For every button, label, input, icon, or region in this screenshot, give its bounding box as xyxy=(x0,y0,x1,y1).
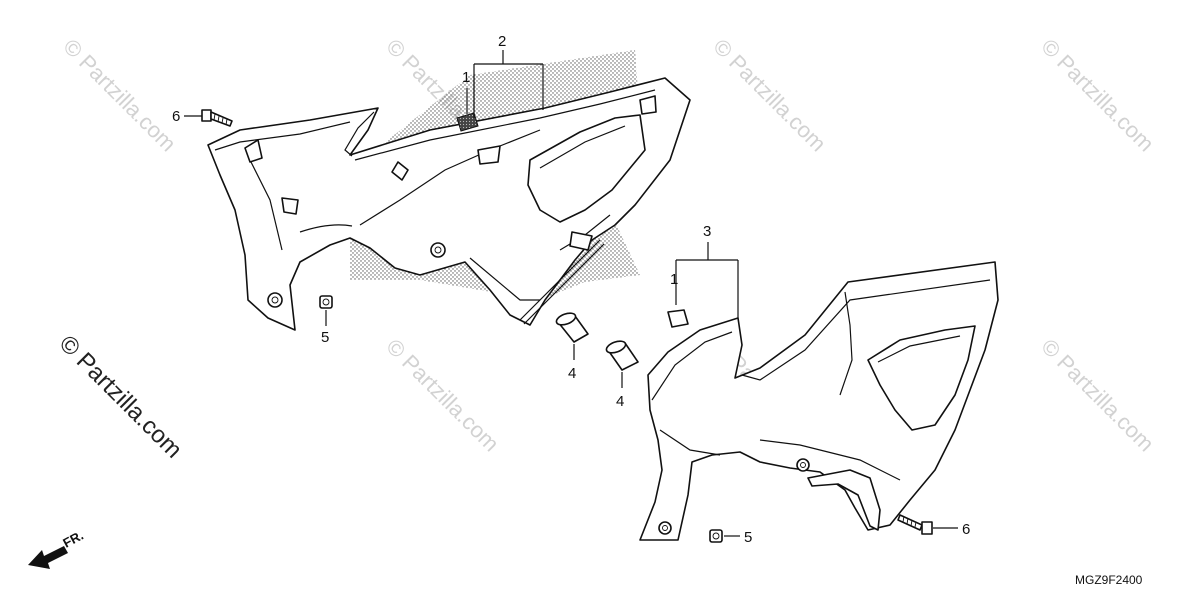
side-watermark: © Partzilla.com xyxy=(54,330,187,463)
emblem-decal-icon xyxy=(456,112,479,132)
emblem-decal-icon xyxy=(667,309,689,328)
arrow-fr-icon: FR. xyxy=(28,528,86,569)
bolt-icon xyxy=(897,514,933,535)
callout-5-right: 5 xyxy=(744,529,752,546)
left-callouts: 2 1 6 5 xyxy=(172,33,544,346)
rubber-collar-icon xyxy=(555,312,589,343)
right-callouts: 3 1 5 6 xyxy=(670,223,970,546)
collar-group: 4 4 xyxy=(555,312,639,410)
watermark-text: © Partzilla.com xyxy=(1036,334,1159,457)
grommet-nut-icon xyxy=(319,295,333,309)
callout-2-top: 2 xyxy=(498,33,506,50)
callout-4-a: 4 xyxy=(568,365,576,382)
rubber-collar-icon xyxy=(605,340,639,371)
watermark-text: © Partzilla.com xyxy=(708,34,831,157)
callout-4-b: 4 xyxy=(616,393,624,410)
right-side-cover xyxy=(639,261,999,541)
callout-1-right: 1 xyxy=(670,271,678,288)
left-side-cover xyxy=(207,50,691,331)
watermark-text: © Partzilla.com xyxy=(381,334,504,457)
callout-5-left: 5 xyxy=(321,329,329,346)
bolt-icon xyxy=(201,109,233,127)
callout-6-left: 6 xyxy=(172,108,180,125)
diagram-code: MGZ9F2400 xyxy=(1075,573,1143,587)
callout-1-top: 1 xyxy=(462,69,470,86)
watermark-text: © Partzilla.com xyxy=(1036,34,1159,157)
callout-6-right: 6 xyxy=(962,521,970,538)
grommet-nut-icon xyxy=(709,529,723,543)
watermark-text: © Partzilla.com xyxy=(58,34,181,157)
callout-3: 3 xyxy=(703,223,711,240)
